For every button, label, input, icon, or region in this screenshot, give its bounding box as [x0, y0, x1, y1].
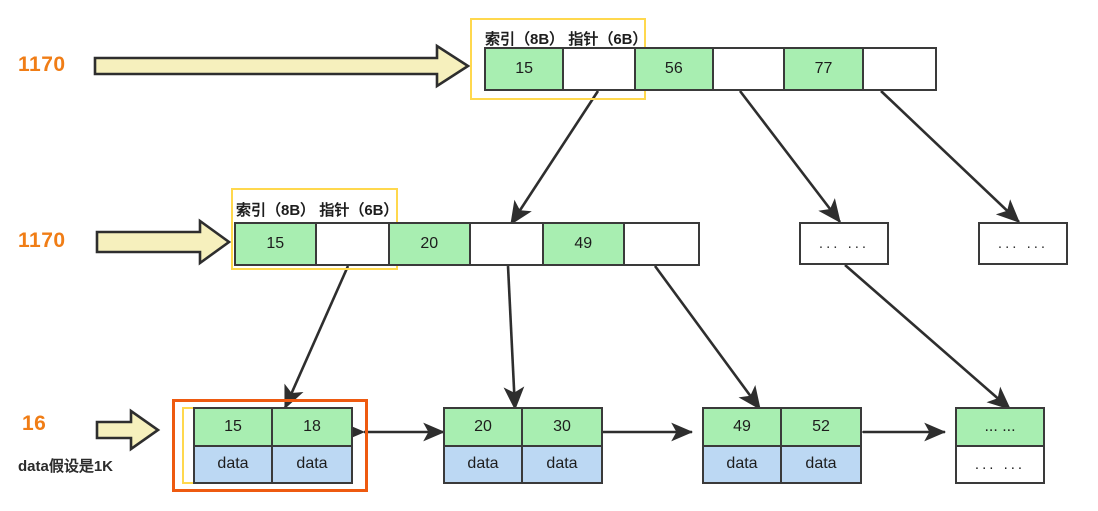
internal-node-cell-6-pointer[interactable]	[624, 224, 698, 264]
internal-node-ellipsis-2[interactable]: ... ...	[978, 222, 1068, 265]
leaf-node-1-data-2[interactable]: data	[273, 446, 351, 482]
leaf-node-4-key-row: ... ...	[957, 409, 1043, 447]
leaf-node-2-key-2[interactable]: 30	[523, 409, 601, 445]
struct-label-level1: 索引（8B） 指针（6B）	[485, 31, 648, 48]
highlight-leaf-block	[172, 399, 368, 492]
root-node-cell-4-pointer[interactable]	[714, 49, 786, 89]
internal-ellipsis-cell-2: ... ...	[980, 224, 1066, 263]
internal-node-cell-3-key[interactable]: 20	[389, 224, 471, 264]
internal-node-cell-4-pointer[interactable]	[470, 224, 544, 264]
leaf-node-4-data-1[interactable]: ... ...	[957, 446, 1043, 482]
root-node-cell-6-pointer[interactable]	[863, 49, 935, 89]
block-arrow-3	[95, 408, 161, 452]
leaf-node-4-key-1[interactable]: ... ...	[957, 409, 1043, 445]
leaf-node-1-key-1[interactable]: 15	[195, 409, 273, 445]
internal-node[interactable]: 15 20 49	[234, 222, 700, 266]
internal-node-cell-1-key[interactable]: 15	[236, 224, 317, 264]
block-arrow-1	[93, 43, 471, 89]
root-node-cell-3-key[interactable]: 56	[635, 49, 714, 89]
leaf-node-4[interactable]: ... ...... ...	[955, 407, 1045, 484]
block-arrow-2	[95, 218, 232, 266]
side-label-number-2: 1170	[18, 229, 66, 252]
root-node-cell-1-key[interactable]: 15	[486, 49, 565, 89]
leaf-node-2-key-1[interactable]: 20	[445, 409, 523, 445]
leaf-node-1-data-1[interactable]: data	[195, 446, 273, 482]
root-node[interactable]: 15 56 77	[484, 47, 937, 91]
internal-ellipsis-cell-1: ... ...	[801, 224, 887, 263]
leaf-node-3-data-2[interactable]: data	[782, 446, 860, 482]
leaf-node-1-key-2[interactable]: 18	[273, 409, 351, 445]
side-label-number-3: 16	[22, 412, 47, 435]
root-node-cell-5-key[interactable]: 77	[785, 49, 864, 89]
struct-label-level2: 索引（8B） 指针（6B）	[236, 202, 399, 219]
internal-node-cell-2-pointer[interactable]	[316, 224, 390, 264]
leaf-node-3-data-1[interactable]: data	[704, 446, 782, 482]
root-node-cell-2-pointer[interactable]	[564, 49, 636, 89]
leaf-node-3-key-2[interactable]: 52	[782, 409, 860, 445]
side-label-number-1: 1170	[18, 53, 66, 76]
internal-node-ellipsis-1[interactable]: ... ...	[799, 222, 889, 265]
leaf-node-2-data-2[interactable]: data	[523, 446, 601, 482]
internal-node-cell-5-key[interactable]: 49	[543, 224, 625, 264]
leaf-node-4-data-row: ... ...	[957, 446, 1043, 482]
leaf-node-3-key-1[interactable]: 49	[704, 409, 782, 445]
side-label-note-3: data假设是1K	[18, 458, 114, 475]
leaf-node-2-data-1[interactable]: data	[445, 446, 523, 482]
